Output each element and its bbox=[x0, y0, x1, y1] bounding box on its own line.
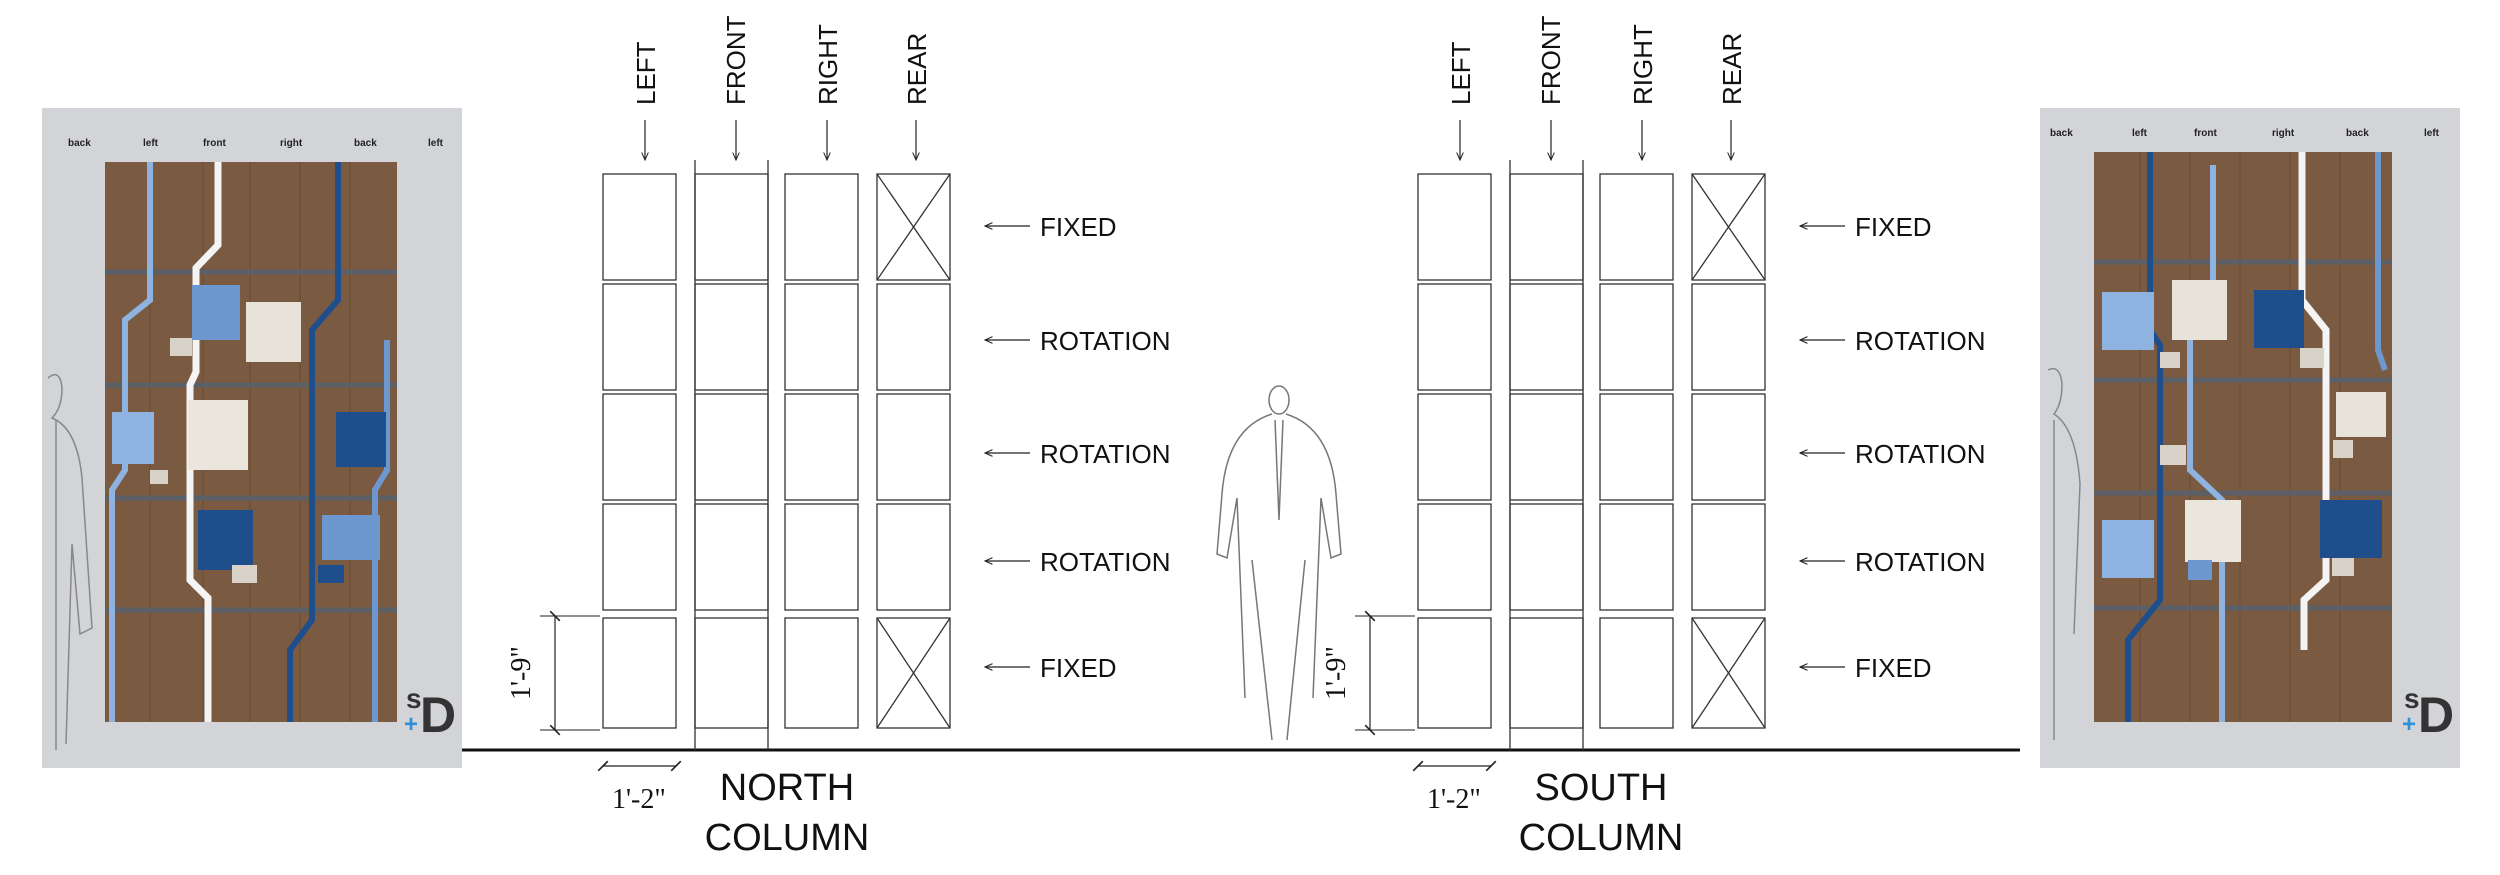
side-label-right: RIGHT bbox=[813, 24, 843, 105]
row-label: FIXED bbox=[1855, 212, 1932, 242]
side-arrows bbox=[1460, 120, 1731, 160]
column-panels bbox=[602, 160, 951, 750]
height-dim-label: 1'-9" bbox=[1321, 646, 1352, 700]
face-label: front bbox=[2194, 128, 2217, 139]
north-column-elevation: LEFT FRONT RIGHT REAR bbox=[506, 15, 1170, 859]
side-label-left: LEFT bbox=[1446, 41, 1476, 105]
face-label: left bbox=[2132, 128, 2148, 139]
row-label: ROTATION bbox=[1040, 439, 1170, 469]
side-label-front: FRONT bbox=[721, 15, 751, 105]
face-label: right bbox=[280, 138, 303, 149]
row-label: ROTATION bbox=[1855, 439, 1985, 469]
side-label-rear: REAR bbox=[1717, 33, 1747, 105]
face-label: back bbox=[2050, 128, 2073, 139]
row-arrows bbox=[1800, 226, 1845, 667]
face-labels: back left front right back left bbox=[2050, 128, 2440, 139]
logo: s + D bbox=[2402, 683, 2454, 743]
person-silhouette-left bbox=[47, 373, 93, 750]
timeline-path-light-blue bbox=[109, 162, 153, 722]
side-label-left: LEFT bbox=[631, 41, 661, 105]
row-label: ROTATION bbox=[1855, 326, 1985, 356]
right-panel-rendering: back left front right back left bbox=[2040, 108, 2460, 768]
face-label: back bbox=[2346, 128, 2369, 139]
logo-letter-d: D bbox=[420, 687, 456, 743]
info-cards bbox=[2102, 280, 2386, 580]
width-dim-label: 1'-2" bbox=[1427, 784, 1481, 815]
row-label: FIXED bbox=[1040, 653, 1117, 683]
column-panels bbox=[1417, 160, 1766, 750]
person-silhouette-right bbox=[2047, 367, 2081, 740]
width-dimension: 1'-2" bbox=[1412, 760, 1497, 815]
height-dimension: 1'-9" bbox=[506, 610, 600, 736]
row-label: ROTATION bbox=[1040, 326, 1170, 356]
face-label: left bbox=[428, 138, 444, 149]
person-silhouette-center bbox=[1216, 385, 1342, 741]
column-name-line1: SOUTH bbox=[1535, 767, 1668, 809]
width-dimension: 1'-2" bbox=[597, 760, 682, 815]
face-label: left bbox=[2424, 128, 2440, 139]
logo-plus: + bbox=[2402, 711, 2416, 738]
row-label: FIXED bbox=[1040, 212, 1117, 242]
side-labels: LEFT FRONT RIGHT REAR bbox=[1446, 15, 1747, 105]
timeline-path-dark-blue bbox=[287, 162, 341, 722]
face-label: back bbox=[68, 138, 91, 149]
left-panel-rendering: back left front right back left bbox=[42, 108, 462, 768]
row-labels: FIXED ROTATION ROTATION ROTATION FIXED bbox=[1855, 212, 1985, 683]
face-label: back bbox=[354, 138, 377, 149]
row-label: FIXED bbox=[1855, 653, 1932, 683]
column-name-line2: COLUMN bbox=[1519, 817, 1684, 859]
timeline-path-mid-blue bbox=[372, 340, 390, 722]
south-column-elevation: LEFT FRONT RIGHT REAR bbox=[1321, 15, 1985, 859]
timeline-path-white bbox=[186, 162, 222, 722]
face-label: left bbox=[143, 138, 159, 149]
logo-letter-s: s bbox=[406, 683, 422, 714]
logo-letter-d: D bbox=[2418, 687, 2454, 743]
shelf-lines bbox=[105, 269, 397, 613]
column-name-line2: COLUMN bbox=[705, 817, 870, 859]
side-labels: LEFT FRONT RIGHT REAR bbox=[631, 15, 932, 105]
info-cards bbox=[112, 285, 386, 583]
row-label: ROTATION bbox=[1855, 547, 1985, 577]
timeline-path-white bbox=[2298, 152, 2330, 650]
width-dim-label: 1'-2" bbox=[612, 784, 666, 815]
side-label-front: FRONT bbox=[1536, 15, 1566, 105]
logo: s + D bbox=[404, 683, 456, 743]
logo-letter-s: s bbox=[2404, 683, 2420, 714]
face-label: front bbox=[203, 138, 226, 149]
height-dimension: 1'-9" bbox=[1321, 610, 1415, 736]
timeline-path-mid-blue bbox=[2375, 152, 2388, 371]
face-labels: back left front right back left bbox=[68, 138, 444, 149]
row-label: ROTATION bbox=[1040, 547, 1170, 577]
side-arrows bbox=[645, 120, 916, 160]
face-label: right bbox=[2272, 128, 2295, 139]
height-dim-label: 1'-9" bbox=[506, 646, 537, 700]
side-label-right: RIGHT bbox=[1628, 24, 1658, 105]
shelf-lines bbox=[2094, 259, 2392, 611]
logo-plus: + bbox=[404, 711, 418, 738]
row-arrows bbox=[985, 226, 1030, 667]
column-name-line1: NORTH bbox=[720, 767, 854, 809]
row-labels: FIXED ROTATION ROTATION ROTATION FIXED bbox=[1040, 212, 1170, 683]
side-label-rear: REAR bbox=[902, 33, 932, 105]
